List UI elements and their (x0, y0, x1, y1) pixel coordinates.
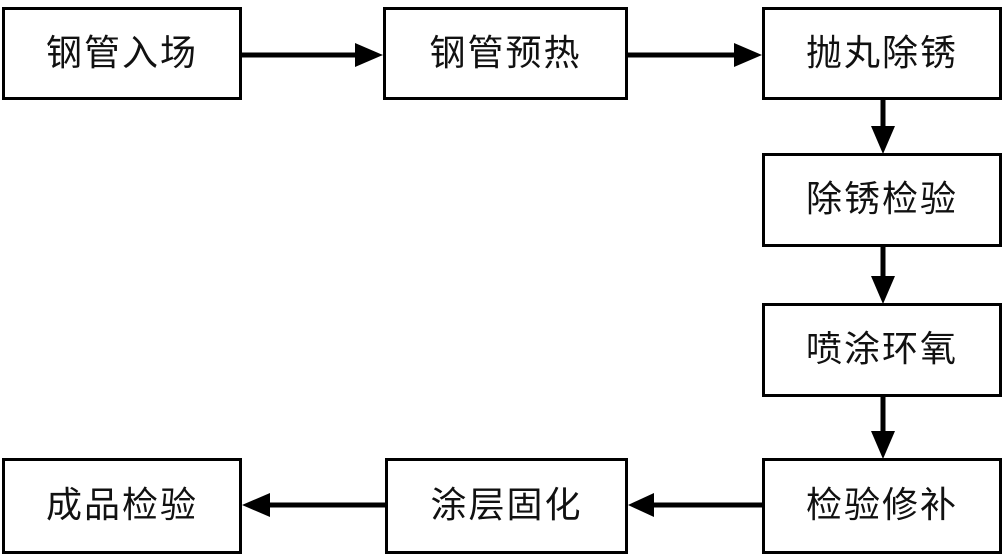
node-label: 除锈检验 (805, 179, 958, 220)
process-node-derusting-inspection[interactable]: 除锈检验 (762, 153, 1002, 247)
process-node-steel-pipe-entry[interactable]: 钢管入场 (2, 7, 242, 100)
node-label: 钢管入场 (45, 32, 198, 74)
process-node-inspection-repair[interactable]: 检验修补 (762, 458, 1002, 554)
arrow-shot-blasting-to-derusting-inspection (870, 100, 896, 155)
arrow-epoxy-spraying-to-inspection-repair (870, 397, 896, 460)
node-label: 钢管预热 (429, 32, 582, 74)
node-label: 抛丸除锈 (805, 32, 958, 74)
process-node-steel-pipe-preheat[interactable]: 钢管预热 (383, 7, 628, 100)
node-label: 成品检验 (45, 485, 198, 526)
node-label: 涂层固化 (430, 485, 583, 526)
node-label: 检验修补 (805, 485, 958, 526)
arrow-entry-to-preheat (242, 42, 385, 68)
arrow-coating-curing-to-finished-inspection (242, 492, 387, 518)
arrow-preheat-to-shot-blasting (628, 42, 764, 68)
process-node-finished-product-inspection[interactable]: 成品检验 (2, 458, 242, 554)
process-node-epoxy-spraying[interactable]: 喷涂环氧 (762, 303, 1002, 397)
node-label: 喷涂环氧 (805, 329, 958, 370)
process-node-shot-blasting-derusting[interactable]: 抛丸除锈 (762, 7, 1002, 100)
arrow-derusting-inspection-to-epoxy-spraying (870, 247, 896, 305)
process-node-coating-curing[interactable]: 涂层固化 (385, 458, 628, 554)
arrow-inspection-repair-to-coating-curing (628, 492, 764, 518)
